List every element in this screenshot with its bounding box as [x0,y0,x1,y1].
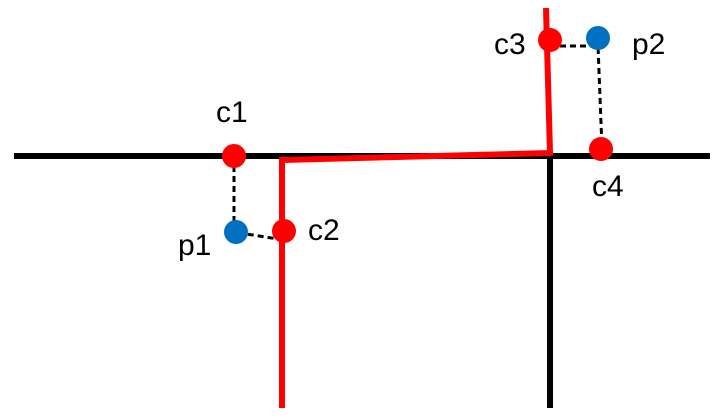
p2-point [586,26,610,50]
p2-connector [550,44,604,149]
c3-label: c3 [494,28,526,61]
c2-label: c2 [308,214,340,247]
p2-label: p2 [632,28,665,61]
p1-label: p1 [178,229,211,262]
p1-point [224,220,248,244]
c1-label: c1 [216,96,248,129]
c4-label: c4 [592,170,624,203]
c4-point [589,137,613,161]
c3-point [538,28,562,52]
c2-point [272,219,296,243]
c1-point [222,144,246,168]
red-route [279,7,554,408]
